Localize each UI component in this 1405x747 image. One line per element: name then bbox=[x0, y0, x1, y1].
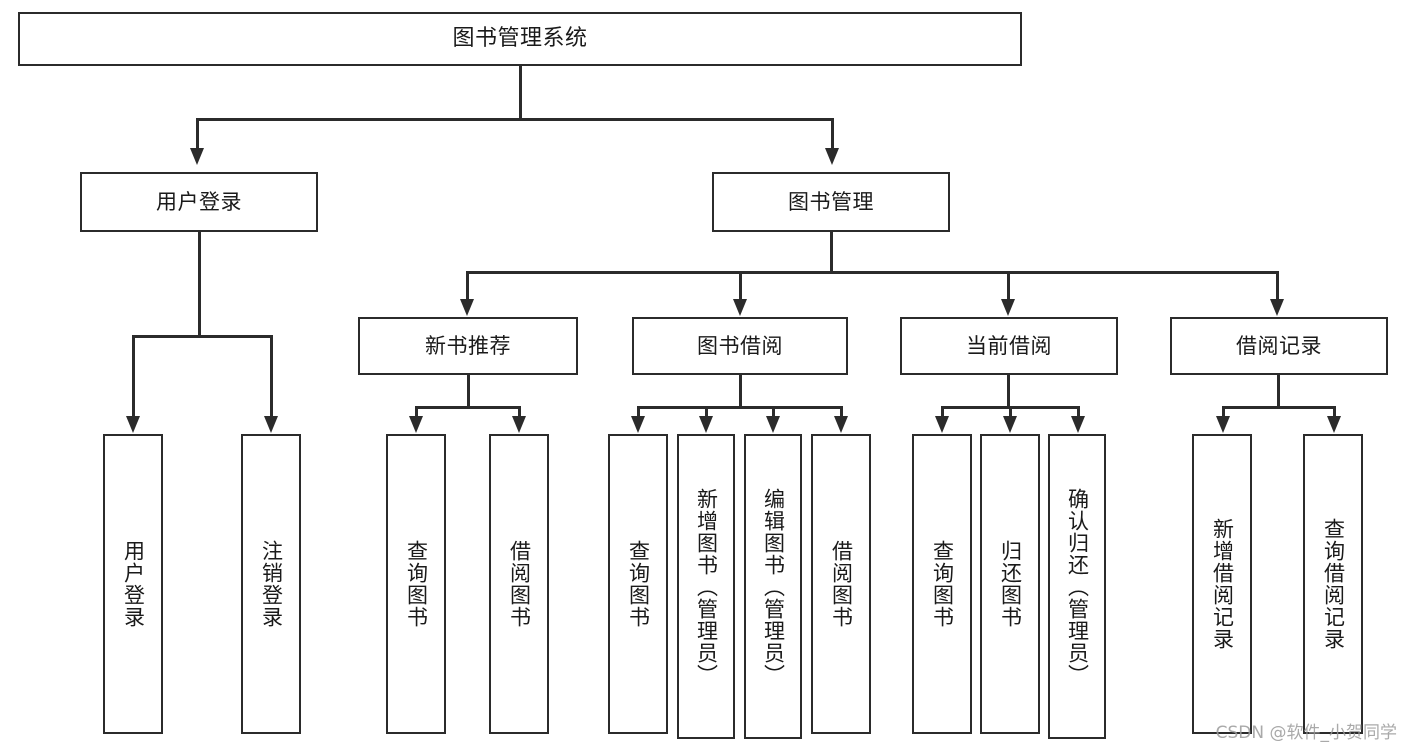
arrowhead-leaf-query-book-a bbox=[409, 416, 423, 433]
connector-current-borrow-trunk bbox=[1007, 375, 1010, 406]
arrowhead-leaf-user-login bbox=[126, 416, 140, 433]
node-label: 用户登录 bbox=[121, 540, 146, 628]
connector-book-mgmt-to-borrow bbox=[739, 271, 742, 301]
connector-book-borrow-trunk bbox=[739, 375, 742, 406]
arrowhead-leaf-return-book bbox=[1003, 416, 1017, 433]
connector-borrow-record-to-leaf-1 bbox=[1222, 406, 1225, 418]
leaf-query-book-new-rec[interactable]: 查询图书 bbox=[386, 434, 446, 734]
node-label: 查询图书 bbox=[626, 540, 651, 628]
connector-book-borrow-to-leaf-4 bbox=[840, 406, 843, 418]
leaf-return-book[interactable]: 归还图书 bbox=[980, 434, 1040, 734]
node-label: 注销登录 bbox=[259, 540, 284, 628]
arrowhead-leaf-confirm-return bbox=[1071, 416, 1085, 433]
connector-root-trunk bbox=[519, 66, 522, 118]
arrowhead-leaf-borrow-book-b bbox=[834, 416, 848, 433]
connector-current-borrow-to-leaf-1 bbox=[941, 406, 944, 418]
connector-book-mgmt-trunk bbox=[830, 232, 833, 271]
leaf-query-book-current[interactable]: 查询图书 bbox=[912, 434, 972, 734]
node-label: 图书管理 bbox=[788, 189, 874, 214]
leaf-borrow-book-new-rec[interactable]: 借阅图书 bbox=[489, 434, 549, 734]
connector-root-to-book-mgmt bbox=[831, 118, 834, 150]
connector-new-book-to-leaf-1 bbox=[415, 406, 418, 418]
node-new-book-recommendation[interactable]: 新书推荐 bbox=[358, 317, 578, 375]
connector-book-mgmt-split-bar bbox=[466, 271, 1278, 274]
connector-book-mgmt-to-current bbox=[1007, 271, 1010, 301]
node-root-system[interactable]: 图书管理系统 bbox=[18, 12, 1022, 66]
node-label: 当前借阅 bbox=[966, 333, 1052, 358]
node-label: 确认归还（管理员） bbox=[1065, 487, 1090, 686]
connector-current-borrow-to-leaf-2 bbox=[1009, 406, 1012, 418]
leaf-user-login[interactable]: 用户登录 bbox=[103, 434, 163, 734]
connector-root-to-user-login bbox=[196, 118, 199, 150]
node-label: 图书借阅 bbox=[697, 333, 783, 358]
arrowhead-book-mgmt bbox=[825, 148, 839, 165]
arrowhead-current-borrow bbox=[1001, 299, 1015, 316]
arrowhead-user-login bbox=[190, 148, 204, 165]
node-user-login[interactable]: 用户登录 bbox=[80, 172, 318, 232]
arrowhead-leaf-borrow-book-a bbox=[512, 416, 526, 433]
connector-book-borrow-to-leaf-1 bbox=[637, 406, 640, 418]
node-label: 新增图书（管理员） bbox=[694, 487, 719, 686]
csdn-watermark: CSDN @软件_小贺同学 bbox=[1215, 723, 1397, 743]
arrowhead-leaf-add-book bbox=[699, 416, 713, 433]
arrowhead-leaf-query-record bbox=[1327, 416, 1341, 433]
connector-book-mgmt-to-record bbox=[1276, 271, 1279, 301]
connector-book-borrow-to-leaf-3 bbox=[772, 406, 775, 418]
leaf-confirm-return-admin[interactable]: 确认归还（管理员） bbox=[1048, 434, 1106, 739]
connector-book-borrow-to-leaf-2 bbox=[705, 406, 708, 418]
arrowhead-leaf-edit-book bbox=[766, 416, 780, 433]
connector-user-login-to-leaf-2 bbox=[270, 335, 273, 418]
connector-user-login-split-bar bbox=[132, 335, 272, 338]
connector-book-mgmt-to-new-book bbox=[466, 271, 469, 301]
connector-user-login-trunk bbox=[198, 232, 201, 335]
node-borrow-record[interactable]: 借阅记录 bbox=[1170, 317, 1388, 375]
connector-root-split-bar bbox=[196, 118, 833, 121]
arrowhead-leaf-logout bbox=[264, 416, 278, 433]
node-current-borrow[interactable]: 当前借阅 bbox=[900, 317, 1118, 375]
leaf-query-borrow-record[interactable]: 查询借阅记录 bbox=[1303, 434, 1363, 734]
node-label: 查询图书 bbox=[404, 540, 429, 628]
connector-new-book-trunk bbox=[467, 375, 470, 406]
arrowhead-new-book-rec bbox=[460, 299, 474, 316]
node-label: 用户登录 bbox=[156, 189, 242, 214]
leaf-edit-book-admin[interactable]: 编辑图书（管理员） bbox=[744, 434, 802, 739]
connector-borrow-record-trunk bbox=[1277, 375, 1280, 406]
node-label: 编辑图书（管理员） bbox=[761, 487, 786, 686]
arrowhead-leaf-query-book-c bbox=[935, 416, 949, 433]
node-book-management[interactable]: 图书管理 bbox=[712, 172, 950, 232]
connector-book-borrow-split-bar bbox=[637, 406, 842, 409]
leaf-borrow-book-borrow[interactable]: 借阅图书 bbox=[811, 434, 871, 734]
node-label: 借阅图书 bbox=[829, 540, 854, 628]
connector-current-borrow-to-leaf-3 bbox=[1077, 406, 1080, 418]
leaf-add-book-admin[interactable]: 新增图书（管理员） bbox=[677, 434, 735, 739]
node-label: 归还图书 bbox=[998, 540, 1023, 628]
leaf-logout[interactable]: 注销登录 bbox=[241, 434, 301, 734]
node-label: 借阅图书 bbox=[507, 540, 532, 628]
leaf-query-book-borrow[interactable]: 查询图书 bbox=[608, 434, 668, 734]
node-label: 新书推荐 bbox=[425, 333, 511, 358]
node-label: 查询借阅记录 bbox=[1321, 518, 1346, 650]
node-label: 图书管理系统 bbox=[452, 26, 588, 52]
connector-new-book-split-bar bbox=[415, 406, 520, 409]
node-book-borrow[interactable]: 图书借阅 bbox=[632, 317, 848, 375]
node-label: 新增借阅记录 bbox=[1210, 518, 1235, 650]
arrowhead-borrow-record bbox=[1270, 299, 1284, 316]
connector-borrow-record-to-leaf-2 bbox=[1333, 406, 1336, 418]
arrowhead-leaf-add-record bbox=[1216, 416, 1230, 433]
connector-borrow-record-split-bar bbox=[1222, 406, 1335, 409]
connector-new-book-to-leaf-2 bbox=[518, 406, 521, 418]
arrowhead-leaf-query-book-b bbox=[631, 416, 645, 433]
node-label: 查询图书 bbox=[930, 540, 955, 628]
node-label: 借阅记录 bbox=[1236, 333, 1322, 358]
connector-user-login-to-leaf-1 bbox=[132, 335, 135, 418]
leaf-add-borrow-record[interactable]: 新增借阅记录 bbox=[1192, 434, 1252, 734]
arrowhead-book-borrow bbox=[733, 299, 747, 316]
